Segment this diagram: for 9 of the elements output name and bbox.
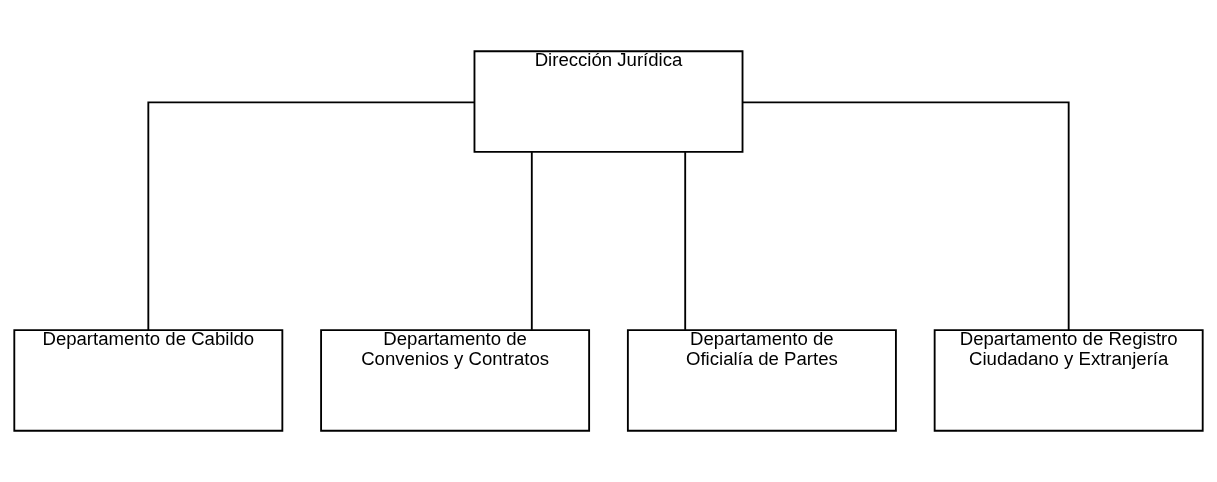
node-box: Dirección Jurídica <box>473 50 744 153</box>
node-box: Departamento de Cabildo <box>13 329 284 432</box>
connector <box>530 151 533 331</box>
connector <box>741 101 1070 331</box>
node-box: Departamento de Oficialía de Partes <box>626 329 897 432</box>
node-box: Departamento de Registro Ciudadano y Extranjería <box>933 329 1204 432</box>
connector <box>147 101 476 331</box>
node-box: Departamento de Convenios y Contratos <box>320 329 591 432</box>
connector <box>684 151 687 331</box>
